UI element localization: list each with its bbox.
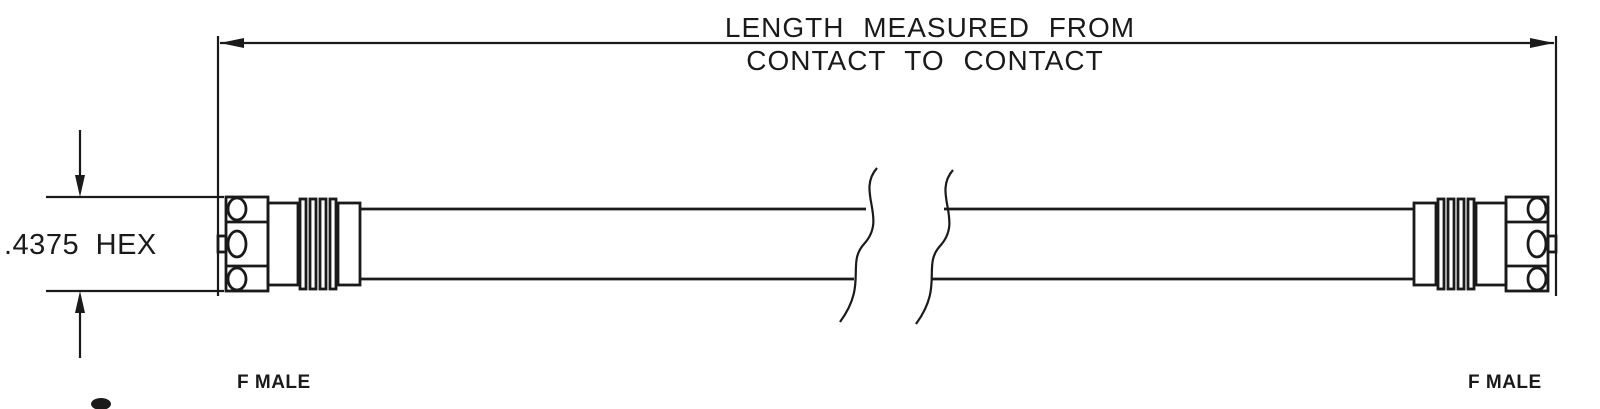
hex-down-arrowhead-icon	[75, 175, 85, 197]
crimp-ring	[308, 197, 318, 291]
right-connector-label: F MALE	[1468, 372, 1542, 393]
hex-nut-corner-arc	[226, 196, 248, 222]
hex-dimension-label: .4375 HEX	[4, 229, 157, 261]
left-connector-label: F MALE	[237, 372, 311, 393]
connector-collar	[266, 201, 300, 287]
cable-break-symbol	[839, 167, 954, 325]
crimp-ring	[328, 197, 338, 291]
hex-nut-corner-arc	[226, 266, 248, 292]
left-connector	[216, 195, 362, 293]
hex-up-arrowhead-icon	[75, 291, 85, 313]
hex-nut-corner-arc	[226, 229, 248, 259]
right-connector	[1412, 195, 1558, 293]
cable	[360, 207, 1414, 281]
crimp-ring	[318, 197, 328, 291]
crimp-ring	[298, 197, 308, 291]
length-note-line2: CONTACT TO CONTACT	[746, 45, 1103, 76]
break-curve-left	[839, 167, 878, 323]
break-curve-right	[915, 169, 954, 325]
right-arrowhead-icon	[1530, 38, 1554, 48]
hex-dimension: .4375 HEX	[4, 130, 224, 358]
connector-ferrule	[336, 201, 362, 287]
left-arrowhead-icon	[220, 38, 244, 48]
stray-mark	[91, 398, 111, 409]
length-note-line1: LENGTH MEASURED FROM	[725, 12, 1135, 43]
length-dimension: LENGTH MEASURED FROM CONTACT TO CONTACT	[216, 12, 1558, 296]
